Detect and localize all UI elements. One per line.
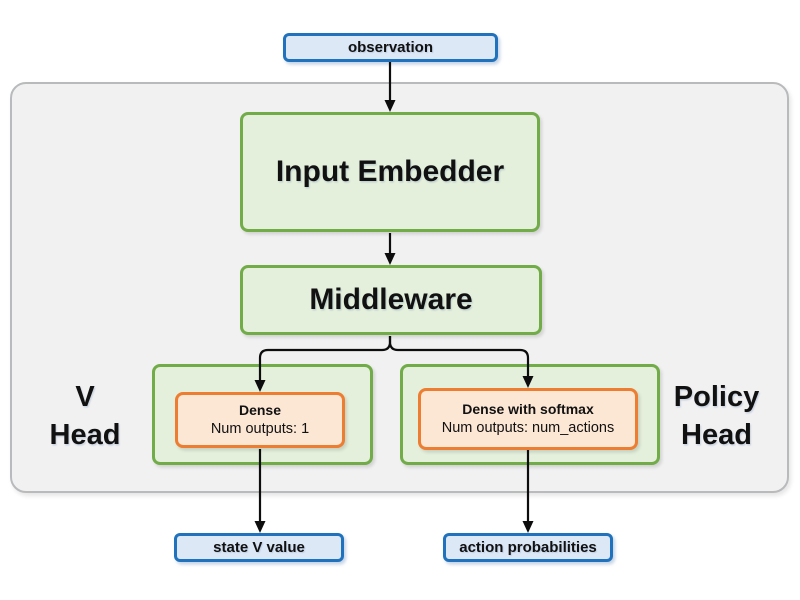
state-v-value-label: state V value: [213, 539, 305, 556]
v-head-label: V Head: [25, 378, 145, 454]
policy-head-label-line1: Policy: [673, 381, 760, 413]
v-head-label-line1: V: [75, 381, 95, 413]
node-input-embedder: Input Embedder: [240, 112, 540, 232]
policy-head-label-line2: Head: [681, 419, 752, 451]
node-middleware: Middleware: [240, 265, 542, 335]
dense-softmax-subtitle: Num outputs: num_actions: [441, 420, 615, 436]
node-dense-with-softmax: Dense with softmax Num outputs: num_acti…: [418, 388, 638, 450]
dense-subtitle: Num outputs: 1: [210, 421, 310, 437]
node-state-v-value: state V value: [174, 533, 344, 562]
middleware-label: Middleware: [309, 283, 473, 316]
observation-label: observation: [347, 39, 434, 56]
node-dense: Dense Num outputs: 1: [175, 392, 345, 448]
input-embedder-label: Input Embedder: [275, 155, 505, 188]
v-head-label-line2: Head: [49, 419, 121, 451]
node-action-probabilities: action probabilities: [443, 533, 613, 562]
action-probabilities-label: action probabilities: [459, 539, 597, 556]
policy-head-label: Policy Head: [653, 378, 780, 454]
node-observation: observation: [283, 33, 498, 62]
dense-softmax-title: Dense with softmax: [462, 401, 594, 417]
dense-title: Dense: [238, 402, 282, 418]
